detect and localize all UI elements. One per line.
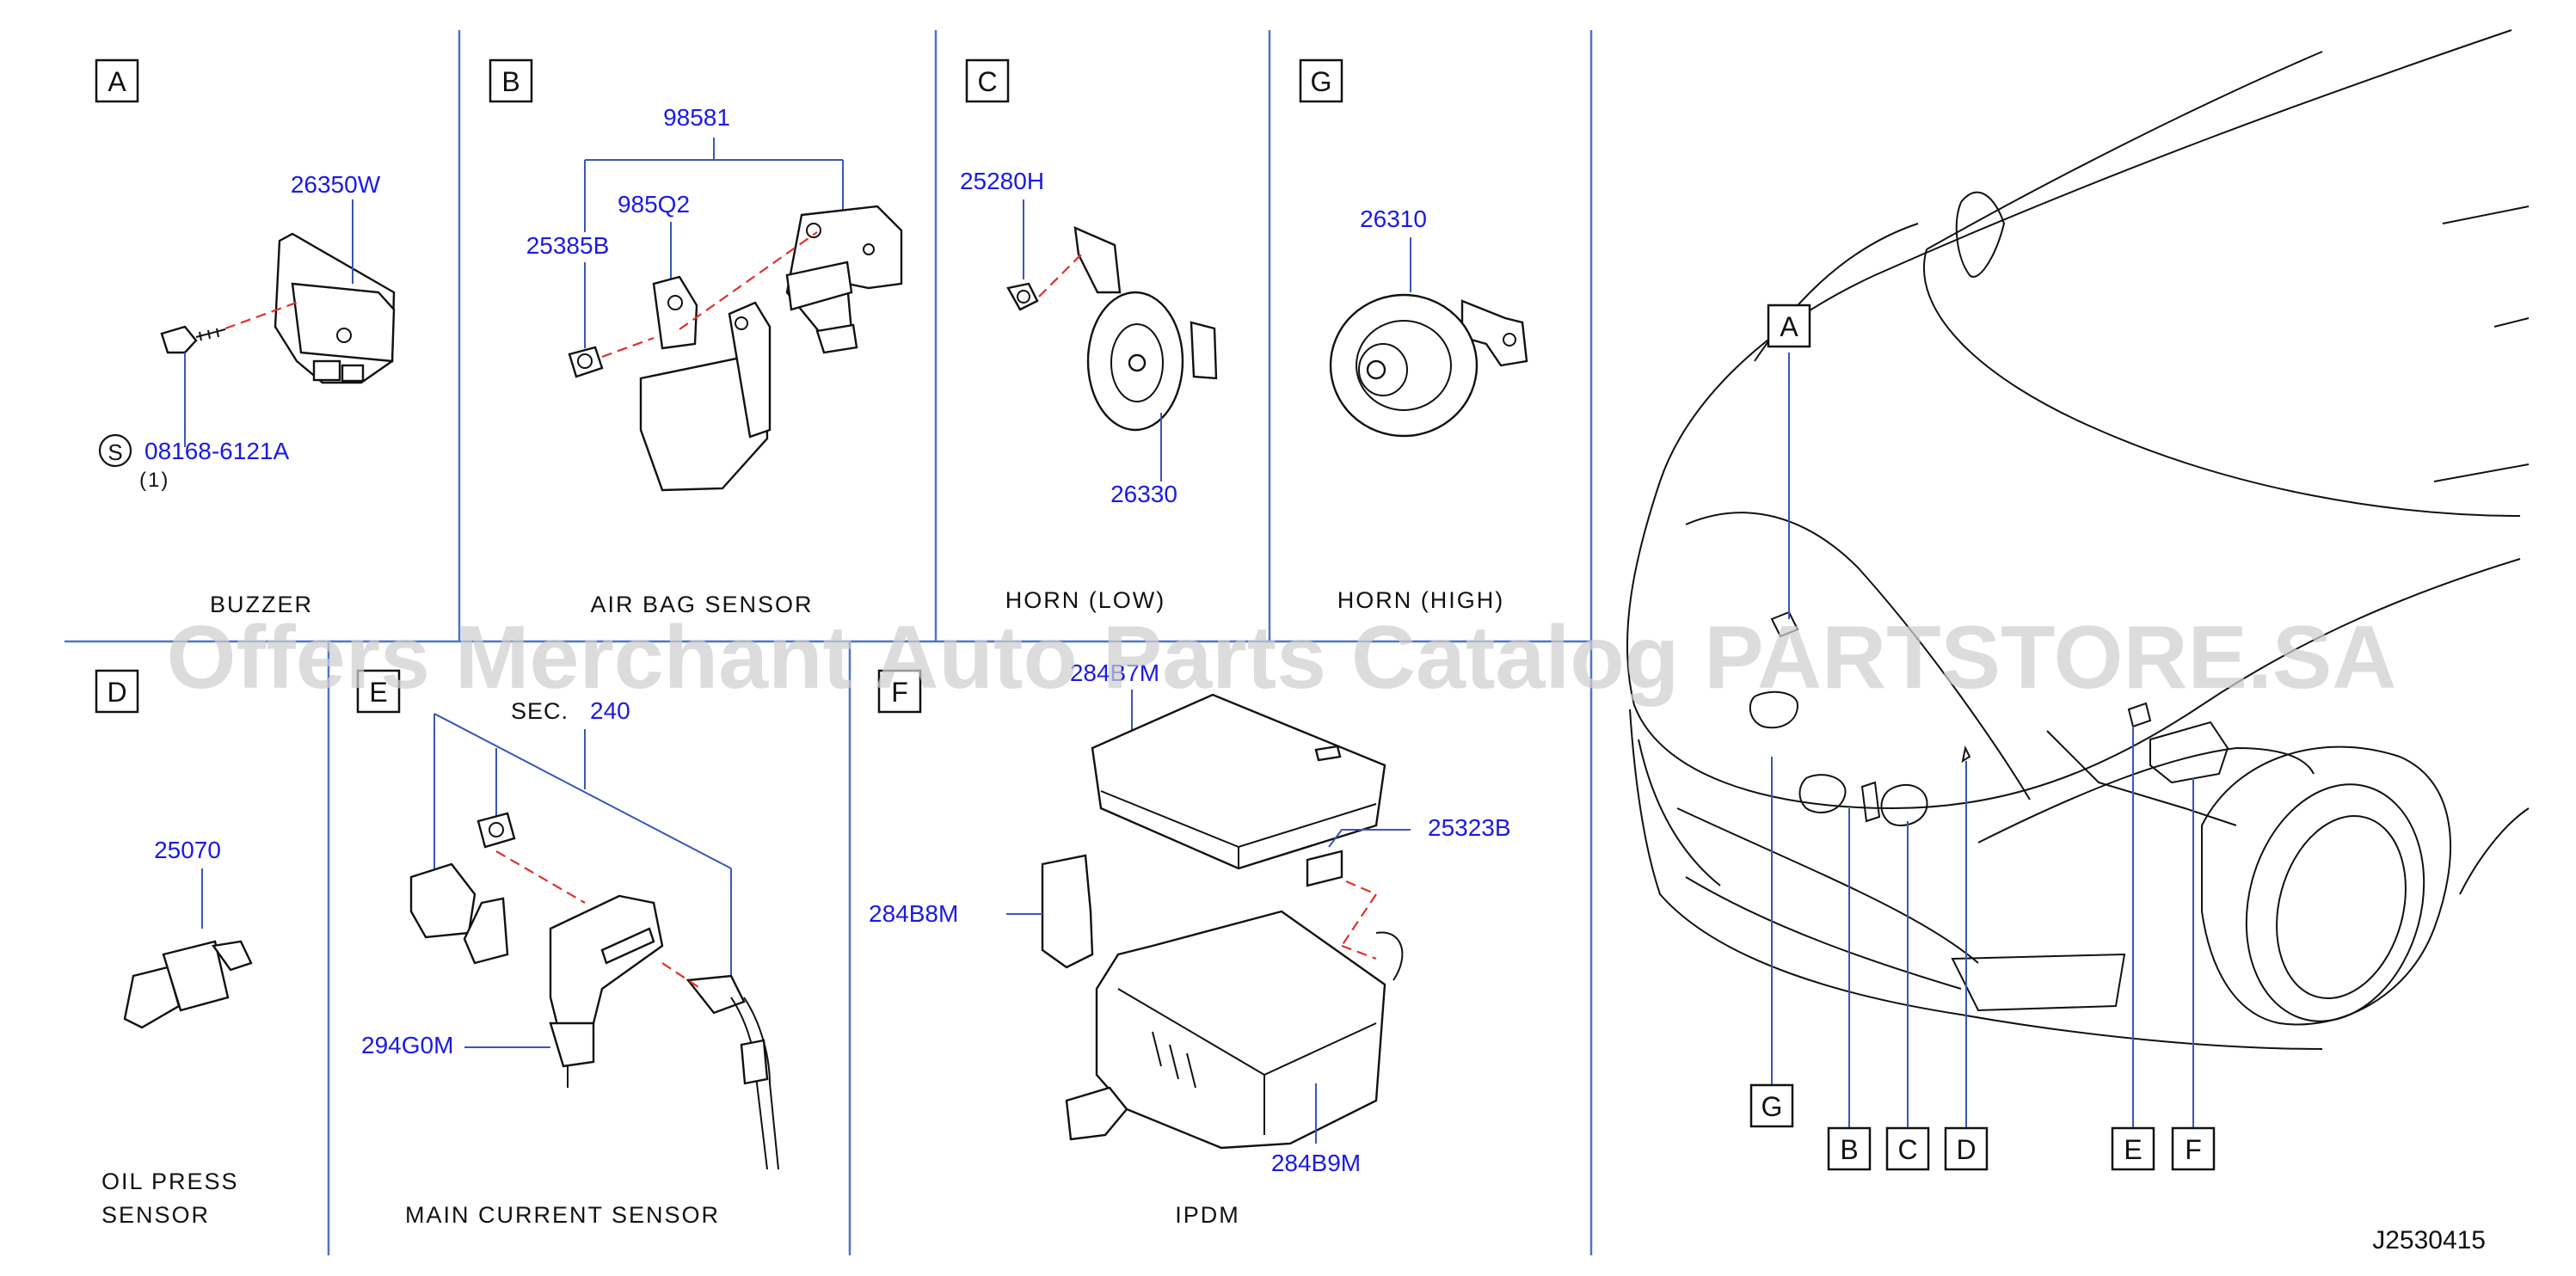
standard-part-symbol bbox=[98, 433, 132, 468]
standard-part-symbol-letter: S bbox=[108, 439, 122, 465]
panel-caption-line1: OIL PRESS bbox=[101, 1169, 239, 1194]
oil-press-sensor-drawing bbox=[123, 940, 253, 1029]
part-number-284b7m: 284B7M bbox=[1070, 659, 1159, 686]
horn-low-drawing bbox=[1006, 226, 1218, 432]
panel-letter-box bbox=[95, 58, 139, 103]
part-number-284b8m: 284B8M bbox=[869, 900, 958, 927]
part-number-26350w: 26350W bbox=[291, 171, 381, 198]
callout-e: E bbox=[2124, 1134, 2142, 1165]
part-number-25385b: 25385B bbox=[526, 232, 610, 259]
car-callouts: A G B C D E F bbox=[1749, 304, 2216, 1171]
car-front-view bbox=[1626, 29, 2530, 1050]
panel-letter: B bbox=[501, 66, 520, 97]
callout-a: A bbox=[1780, 311, 1798, 342]
panel-caption-line2: SENSOR bbox=[101, 1202, 210, 1228]
callout-c: C bbox=[1897, 1134, 1917, 1165]
part-number-985q2: 985Q2 bbox=[618, 191, 690, 218]
panel-b: B 98581 985Q2 25385B AIR BAG SENSOR bbox=[489, 58, 903, 617]
panel-caption: BUZZER bbox=[210, 592, 313, 617]
horn-high-drawing bbox=[1329, 293, 1528, 438]
callout-g: G bbox=[1761, 1091, 1783, 1122]
panel-c: C 25280H 26330 HORN (LOW) bbox=[960, 58, 1218, 613]
panel-letter: G bbox=[1311, 66, 1332, 97]
panel-letter: F bbox=[891, 677, 908, 708]
panel-letter: C bbox=[977, 66, 997, 97]
panel-f: F 284B7M 25323B 284B8M 284B9M IPDM bbox=[869, 659, 1511, 1228]
part-number-25280h: 25280H bbox=[960, 168, 1044, 194]
panel-caption: HORN (HIGH) bbox=[1337, 587, 1504, 613]
panel-letter: E bbox=[369, 677, 387, 708]
watermark: Offers Merchant Auto Parts Catalog PARTS… bbox=[167, 608, 2397, 708]
panel-dividers bbox=[65, 30, 1593, 1255]
ipdm-drawing bbox=[1041, 693, 1404, 1150]
part-number-25070: 25070 bbox=[154, 837, 221, 863]
part-number-294g0m: 294G0M bbox=[361, 1032, 453, 1058]
panel-e: E SEC. 240 294G0M MAIN CURRENT SENSOR bbox=[356, 669, 779, 1228]
panel-caption: MAIN CURRENT SENSOR bbox=[405, 1202, 720, 1228]
part-number-25323b: 25323B bbox=[1428, 814, 1511, 841]
part-quantity: (1) bbox=[139, 469, 169, 492]
air-bag-sensor-drawing bbox=[568, 205, 903, 492]
panel-g: G 26310 HORN (HIGH) bbox=[1299, 58, 1528, 613]
section-prefix: SEC. bbox=[511, 698, 569, 724]
panel-a: A 26350W S 08168-6121A (1) BUZZER bbox=[95, 58, 396, 617]
buzzer-drawing bbox=[160, 232, 396, 384]
part-number-284b9m: 284B9M bbox=[1271, 1150, 1361, 1176]
panel-letter: A bbox=[108, 66, 126, 97]
main-current-sensor-drawing bbox=[409, 812, 779, 1170]
panel-caption: IPDM bbox=[1175, 1202, 1240, 1228]
panel-letter: D bbox=[107, 677, 126, 708]
diagram-code: J2530415 bbox=[2372, 1226, 2486, 1255]
panel-caption: HORN (LOW) bbox=[1005, 587, 1165, 613]
callout-b: B bbox=[1840, 1134, 1858, 1165]
panel-caption: AIR BAG SENSOR bbox=[590, 592, 813, 617]
panel-d: D 25070 OIL PRESS SENSOR bbox=[95, 669, 253, 1228]
part-number-26310: 26310 bbox=[1360, 206, 1427, 232]
section-number: 240 bbox=[590, 697, 630, 724]
callout-d: D bbox=[1956, 1134, 1976, 1165]
part-number-08168-6121a: 08168-6121A bbox=[144, 438, 289, 464]
part-number-98581: 98581 bbox=[663, 104, 730, 131]
part-number-26330: 26330 bbox=[1110, 481, 1177, 507]
callout-f: F bbox=[2185, 1134, 2202, 1165]
